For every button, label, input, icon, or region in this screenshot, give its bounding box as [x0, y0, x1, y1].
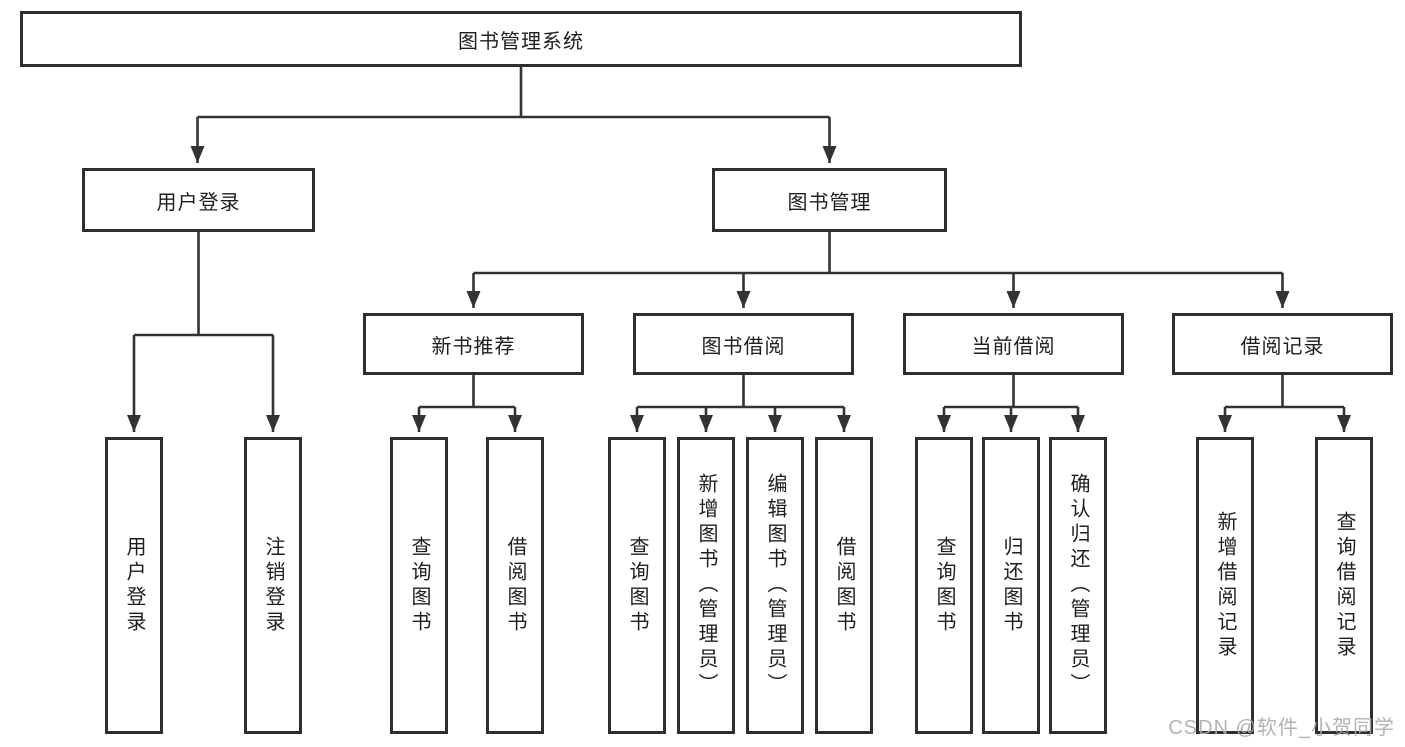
node-label: 新增借阅记录 — [1214, 510, 1236, 661]
node-label: 新增图书（管理员） — [695, 473, 717, 698]
node-label: 用户登录 — [123, 535, 145, 636]
leaf-query-borrow-record: 查询借阅记录 — [1315, 437, 1373, 734]
node-label: 新书推荐 — [431, 335, 516, 358]
leaf-borrow-book-2: 借阅图书 — [815, 437, 873, 734]
node-book-borrow: 图书借阅 — [633, 313, 854, 375]
node-label: 借阅图书 — [504, 535, 526, 636]
node-label: 借阅记录 — [1240, 335, 1325, 358]
node-label: 图书管理系统 — [458, 30, 584, 53]
leaf-add-book-admin: 新增图书（管理员） — [677, 437, 735, 734]
leaf-user-login: 用户登录 — [105, 437, 163, 734]
leaf-edit-book-admin: 编辑图书（管理员） — [746, 437, 804, 734]
node-current-borrow: 当前借阅 — [903, 313, 1124, 375]
leaf-confirm-return-admin: 确认归还（管理员） — [1049, 437, 1107, 734]
node-label: 借阅图书 — [833, 535, 855, 636]
leaf-borrow-book-1: 借阅图书 — [486, 437, 544, 734]
node-label: 注销登录 — [262, 535, 284, 636]
node-borrow-record: 借阅记录 — [1172, 313, 1393, 375]
watermark: CSDN @软件_小贺同学 — [1168, 717, 1395, 739]
node-label: 当前借阅 — [971, 335, 1056, 358]
node-label: 查询图书 — [933, 535, 955, 636]
node-label: 确认归还（管理员） — [1067, 473, 1089, 698]
node-label: 查询图书 — [408, 535, 430, 636]
leaf-logout: 注销登录 — [244, 437, 302, 734]
leaf-query-book-1: 查询图书 — [390, 437, 448, 734]
node-book-management: 图书管理 — [712, 168, 947, 232]
leaf-query-book-2: 查询图书 — [608, 437, 666, 734]
node-label: 用户登录 — [156, 191, 241, 214]
node-root-system: 图书管理系统 — [20, 11, 1022, 67]
node-new-book-recommend: 新书推荐 — [363, 313, 584, 375]
node-label: 编辑图书（管理员） — [764, 473, 786, 698]
node-label: 查询借阅记录 — [1333, 510, 1355, 661]
leaf-query-book-3: 查询图书 — [915, 437, 973, 734]
node-label: 归还图书 — [1000, 535, 1022, 636]
leaf-add-borrow-record: 新增借阅记录 — [1196, 437, 1254, 734]
node-user-login: 用户登录 — [82, 168, 315, 232]
node-label: 查询图书 — [626, 535, 648, 636]
leaf-return-book: 归还图书 — [982, 437, 1040, 734]
node-label: 图书借阅 — [701, 335, 786, 358]
node-label: 图书管理 — [787, 191, 872, 214]
